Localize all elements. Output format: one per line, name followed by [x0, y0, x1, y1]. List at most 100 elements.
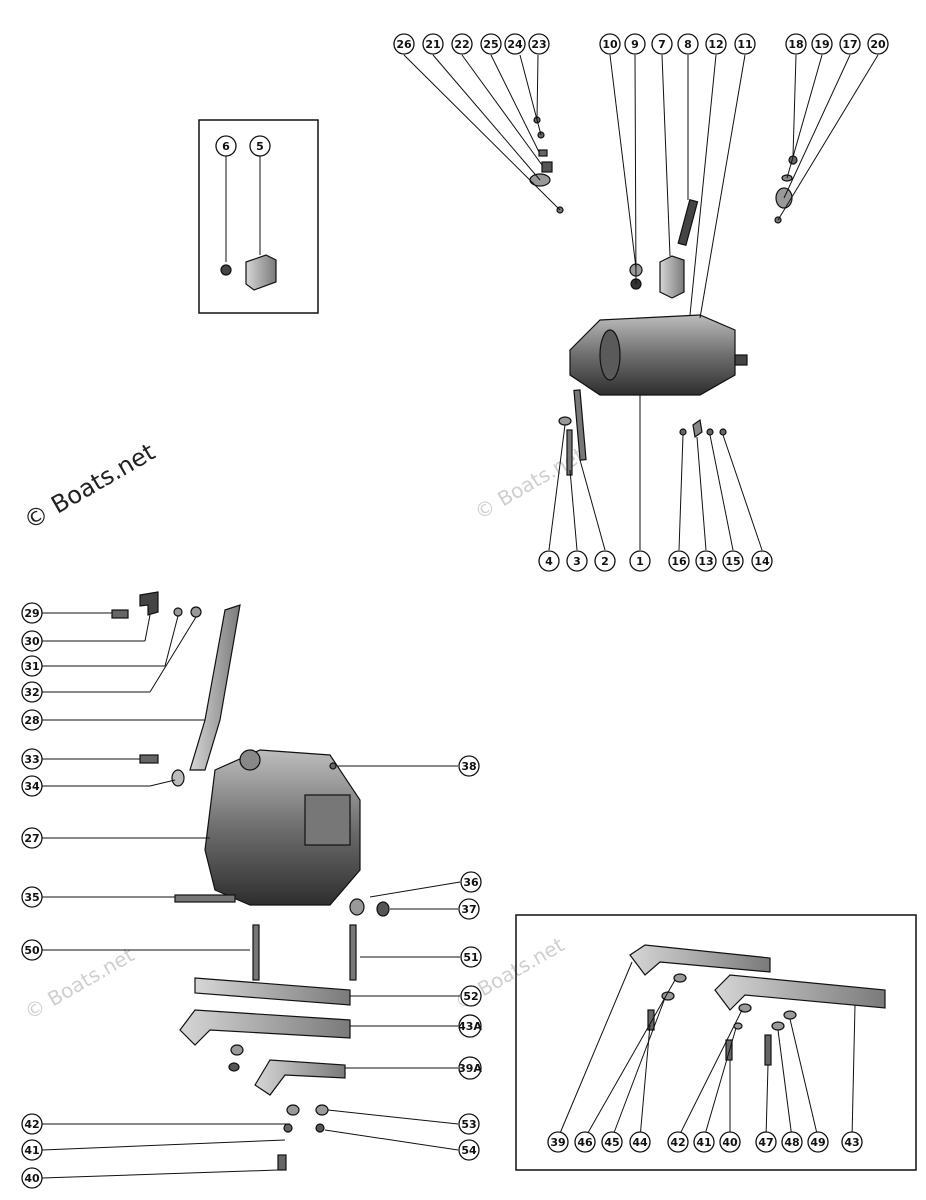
svg-text:28: 28 — [24, 714, 39, 727]
callout-13: 13 — [695, 550, 717, 572]
callout-3: 3 — [566, 550, 588, 572]
callout-41-left: 41 — [21, 1139, 43, 1161]
svg-text:3: 3 — [573, 555, 581, 568]
callout-48: 48 — [781, 1131, 803, 1153]
callout-40-inset: 40 — [719, 1131, 741, 1153]
svg-text:14: 14 — [754, 555, 770, 568]
svg-text:4: 4 — [545, 555, 553, 568]
svg-text:53: 53 — [461, 1118, 476, 1131]
svg-text:7: 7 — [658, 38, 666, 51]
svg-text:39: 39 — [550, 1136, 565, 1149]
svg-text:39A: 39A — [458, 1062, 482, 1075]
svg-text:50: 50 — [24, 944, 40, 957]
part-38-nut — [329, 762, 337, 770]
callout-12: 12 — [705, 33, 727, 55]
callout-28: 28 — [21, 709, 43, 731]
callout-labels: 6 5 26 21 22 25 24 23 10 9 7 8 12 11 18 … — [21, 33, 889, 1189]
svg-text:42: 42 — [670, 1136, 685, 1149]
callout-54: 54 — [458, 1139, 480, 1161]
part-31-washer — [173, 607, 183, 617]
svg-text:52: 52 — [463, 990, 478, 1003]
callout-44: 44 — [629, 1131, 651, 1153]
svg-text:44: 44 — [632, 1136, 648, 1149]
callout-32: 32 — [21, 681, 43, 703]
callout-24: 24 — [504, 33, 526, 55]
watermark-main: © Boats.net — [19, 438, 160, 535]
part-36-spacer — [349, 898, 365, 916]
callout-6: 6 — [215, 135, 237, 157]
part-4-washer — [558, 416, 572, 426]
svg-text:21: 21 — [425, 38, 440, 51]
callout-4: 4 — [538, 550, 560, 572]
svg-text:5: 5 — [256, 140, 264, 153]
svg-text:13: 13 — [698, 555, 713, 568]
svg-text:34: 34 — [24, 780, 40, 793]
callout-2: 2 — [594, 550, 616, 572]
callout-19: 19 — [811, 33, 833, 55]
svg-text:29: 29 — [24, 607, 39, 620]
callout-41-inset: 41 — [693, 1131, 715, 1153]
callout-5: 5 — [249, 135, 271, 157]
callout-39A: 39A — [458, 1056, 482, 1080]
callout-30: 30 — [21, 630, 43, 652]
part-39-bracket — [629, 944, 771, 976]
part-3-bolt — [566, 429, 573, 476]
part-37-nut — [376, 901, 390, 917]
svg-text:25: 25 — [483, 38, 498, 51]
part-1-starter-motor — [569, 314, 748, 396]
part-51-stud — [349, 924, 357, 981]
svg-text:18: 18 — [788, 38, 803, 51]
callout-10: 10 — [599, 33, 621, 55]
svg-text:40: 40 — [722, 1136, 738, 1149]
callout-7: 7 — [651, 33, 673, 55]
svg-text:9: 9 — [631, 38, 639, 51]
callout-9: 9 — [624, 33, 646, 55]
svg-text:26: 26 — [396, 38, 412, 51]
svg-text:48: 48 — [784, 1136, 799, 1149]
svg-text:38: 38 — [461, 760, 476, 773]
part-39A-bracket — [254, 1059, 346, 1096]
callout-36: 36 — [460, 871, 482, 893]
svg-text:40: 40 — [24, 1172, 40, 1185]
callout-51: 51 — [460, 946, 482, 968]
part-52-plate — [194, 977, 351, 1006]
callout-25: 25 — [480, 33, 502, 55]
callout-20: 20 — [867, 33, 889, 55]
callout-38: 38 — [458, 755, 480, 777]
svg-text:47: 47 — [758, 1136, 773, 1149]
svg-text:10: 10 — [602, 38, 618, 51]
callout-18: 18 — [785, 33, 807, 55]
callout-11: 11 — [734, 33, 756, 55]
part-8-stud — [677, 198, 699, 246]
svg-text:16: 16 — [671, 555, 687, 568]
svg-text:43: 43 — [844, 1136, 859, 1149]
callout-47: 47 — [755, 1131, 777, 1153]
part-6-screw — [220, 264, 232, 276]
svg-text:49: 49 — [810, 1136, 825, 1149]
callout-46: 46 — [574, 1131, 596, 1153]
svg-text:24: 24 — [507, 38, 523, 51]
svg-text:41: 41 — [696, 1136, 711, 1149]
svg-text:23: 23 — [531, 38, 546, 51]
svg-text:54: 54 — [461, 1144, 477, 1157]
svg-text:36: 36 — [463, 876, 479, 889]
callout-42-inset: 42 — [667, 1131, 689, 1153]
callout-52: 52 — [460, 985, 482, 1007]
svg-text:15: 15 — [725, 555, 740, 568]
part-34-washer — [171, 769, 185, 787]
callout-15: 15 — [722, 550, 744, 572]
svg-text:17: 17 — [842, 38, 857, 51]
callout-39: 39 — [547, 1131, 569, 1153]
svg-text:8: 8 — [684, 38, 692, 51]
callout-42-left: 42 — [21, 1113, 43, 1135]
callout-53: 53 — [458, 1113, 480, 1135]
callout-27: 27 — [21, 827, 43, 849]
callout-14: 14 — [751, 550, 773, 572]
svg-text:41: 41 — [24, 1144, 39, 1157]
svg-text:42: 42 — [24, 1118, 39, 1131]
svg-text:46: 46 — [577, 1136, 593, 1149]
callout-37: 37 — [458, 898, 480, 920]
svg-text:37: 37 — [461, 903, 476, 916]
callout-8: 8 — [677, 33, 699, 55]
